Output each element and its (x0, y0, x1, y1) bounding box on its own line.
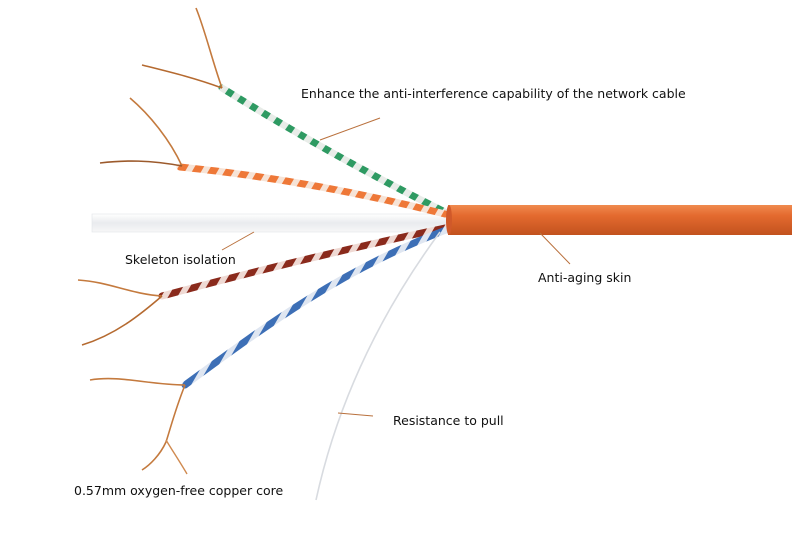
resistance-to-pull-label: Resistance to pull (393, 413, 504, 428)
green-twisted-pair (141, 7, 449, 216)
rip-cord (315, 231, 441, 501)
anti-interference-label: Enhance the anti-interference capability… (301, 86, 686, 101)
brown-twisted-pair (77, 224, 449, 346)
skeleton-separator (91, 213, 453, 233)
anti-aging-skin-label: Anti-aging skin (538, 270, 632, 285)
blue-twisted-pair (89, 226, 450, 475)
outer-jacket (446, 205, 792, 235)
skeleton-isolation-label: Skeleton isolation (125, 252, 236, 267)
copper-core-label: 0.57mm oxygen-free copper core (74, 483, 284, 498)
orange-twisted-pair (99, 97, 449, 218)
leader-lines (221, 117, 571, 417)
